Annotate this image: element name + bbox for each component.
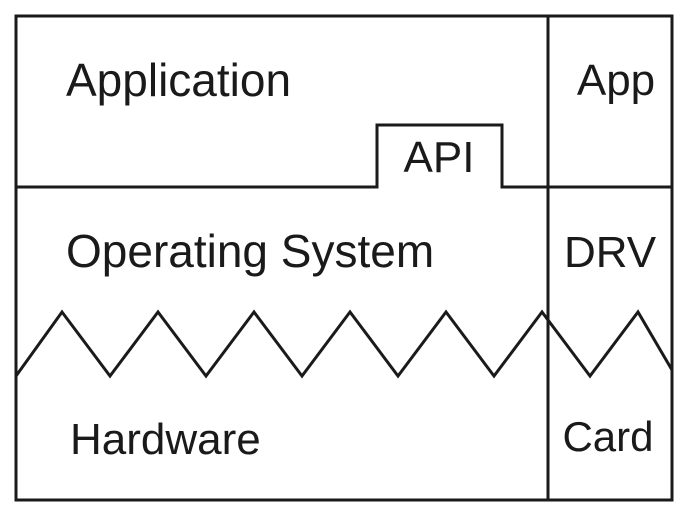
card-label: Card [562, 413, 653, 460]
outer-frame [14, 14, 674, 502]
drv-label: DRV [564, 228, 657, 277]
api-label: API [404, 133, 475, 182]
hardware-label: Hardware [70, 415, 261, 464]
application-label: Application [66, 54, 291, 106]
operating-system-label: Operating System [66, 225, 434, 277]
app-label: App [577, 56, 655, 105]
application-os-boundary [16, 123, 548, 189]
os-hardware-zigzag [14, 309, 674, 379]
